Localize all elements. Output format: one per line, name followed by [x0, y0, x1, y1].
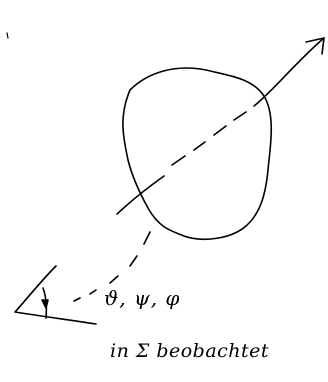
ray-upper	[254, 38, 324, 106]
observed-in-sigma-label: in Σ beobachtet	[110, 342, 269, 361]
ray-dash-2	[194, 142, 205, 150]
sight-dash-4	[90, 290, 96, 294]
sight-dash-2	[130, 256, 137, 266]
sight-dash-5	[74, 298, 80, 301]
ray-dash-3	[214, 126, 226, 135]
ray-dash-1	[172, 156, 185, 165]
sight-dash-3	[110, 276, 118, 283]
stray-mark	[7, 33, 8, 38]
body-outline	[123, 68, 271, 239]
angle-symbols-label: ϑ, ψ, φ	[104, 288, 180, 308]
observer-wedge	[15, 266, 96, 324]
ray-dash-4	[234, 112, 246, 120]
sight-dash-1	[144, 232, 150, 244]
eye-pupil	[42, 300, 48, 308]
